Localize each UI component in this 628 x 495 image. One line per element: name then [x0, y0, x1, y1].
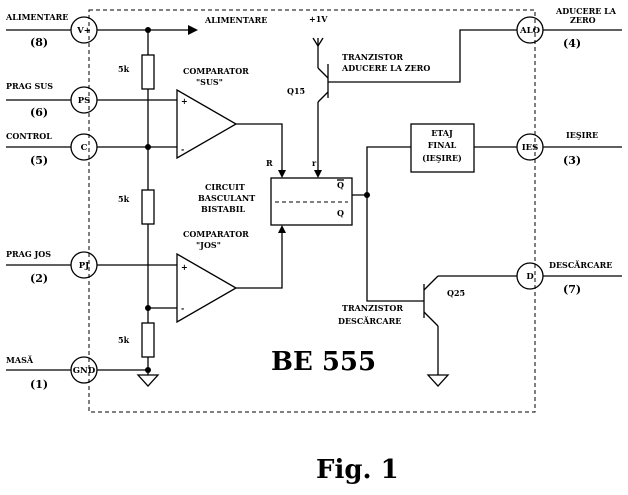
- svg-text:PJ: PJ: [79, 261, 89, 271]
- q25-label: Q25: [447, 288, 465, 298]
- pin-label-masa: MASĂ: [6, 355, 34, 365]
- pin-node-c: C: [70, 133, 98, 161]
- ff-out-qbar: Q: [337, 180, 344, 190]
- q15-emitter: [317, 67, 329, 79]
- resistor-r3: [141, 322, 155, 358]
- resistor-r2-label: 5k: [118, 194, 130, 204]
- pin-label-aducere-1: ADUCERE LA: [555, 6, 617, 16]
- comp-jos-label-1: COMPARATOR: [183, 229, 249, 239]
- ground-icon: [136, 374, 160, 387]
- pin-number-3: (3): [563, 154, 581, 167]
- supply-voltage-label: +1V: [309, 14, 328, 24]
- supply-arrow-icon: [188, 25, 198, 35]
- pin-node-d: D: [516, 262, 544, 290]
- resistor-r1: [141, 54, 155, 90]
- svg-text:D: D: [526, 272, 534, 282]
- ff-out-q: Q: [337, 208, 344, 218]
- pin-node-vplus: V+: [70, 16, 98, 44]
- resistor-r1-label: 5k: [118, 64, 130, 74]
- comp-jos-plus: +: [181, 262, 188, 272]
- pin-label-prag-jos: PRAG JOS: [6, 249, 51, 259]
- q25-name-2: DESCĂRCARE: [338, 316, 401, 326]
- pin-number-8: (8): [30, 36, 48, 49]
- q25-name-1: TRANZISTOR: [342, 303, 403, 313]
- svg-text:V+: V+: [76, 26, 91, 36]
- svg-text:GND: GND: [73, 366, 96, 376]
- comp-sus-out-wire: [236, 123, 283, 170]
- pin-node-alo: ALO: [516, 16, 544, 44]
- q15-label: Q15: [287, 86, 305, 96]
- pin-number-4: (4): [563, 37, 581, 50]
- pin-number-7: (7): [563, 283, 581, 296]
- figure-caption: Fig. 1: [316, 455, 399, 485]
- svg-text:C: C: [81, 143, 88, 153]
- q15-name-2: ADUCERE LA ZERO: [341, 63, 430, 73]
- comp-sus-minus: -: [181, 144, 184, 154]
- svg-text:ALO: ALO: [519, 26, 541, 36]
- stage-label-3: (IEŞIRE): [422, 153, 462, 163]
- pin-node-ies: IES: [516, 133, 544, 161]
- supply-arrow-label: ALIMENTARE: [204, 15, 267, 25]
- stage-label-2: FINAL: [428, 140, 457, 150]
- chip-name: BE 555: [271, 347, 376, 377]
- q15-collector: [317, 91, 329, 103]
- q25-emitter: [423, 311, 439, 327]
- pin-label-iesire: IEŞIRE: [566, 130, 598, 140]
- pin-number-5: (5): [30, 154, 48, 167]
- arrow-down-icon: [314, 170, 322, 178]
- pin-node-ps: PS: [70, 86, 98, 114]
- comp-jos-label-2: "JOS": [196, 240, 221, 250]
- flipflop-label-2: BASCULANT: [198, 193, 255, 203]
- comp-sus-label-1: COMPARATOR: [183, 66, 249, 76]
- pin-node-gnd: GND: [70, 356, 98, 384]
- comp-sus-plus: +: [181, 96, 188, 106]
- comparator-jos: [176, 252, 238, 324]
- flipflop-label-3: BISTABIL: [201, 204, 246, 214]
- comp-jos-out-wire: [236, 233, 283, 289]
- ff-input-r: R: [266, 158, 273, 168]
- stage-label-1: ETAJ: [431, 128, 453, 138]
- pin-node-pj: PJ: [70, 251, 98, 279]
- qbar-out-wire: [352, 146, 411, 196]
- svg-text:PS: PS: [78, 96, 91, 106]
- flipflop-box: [270, 177, 353, 226]
- arrow-down-icon: [278, 170, 286, 178]
- pin-label-descarcare: DESCĂRCARE: [549, 260, 612, 270]
- pin-label-prag-sus: PRAG SUS: [6, 81, 53, 91]
- output-stage-box: [410, 123, 475, 173]
- ground-icon: [426, 374, 450, 387]
- discharge-base-wire: [366, 195, 424, 302]
- pin-label-alimentare: ALIMENTARE: [5, 12, 68, 22]
- ff-reset-r: r: [312, 158, 317, 168]
- svg-text:IES: IES: [522, 143, 539, 153]
- pin-number-2: (2): [30, 272, 48, 285]
- pin-label-aducere-2: ZERO: [570, 15, 596, 25]
- comp-sus-label-2: "SUS": [196, 77, 223, 87]
- resistor-r3-label: 5k: [118, 335, 130, 345]
- pin-number-1: (1): [30, 378, 48, 391]
- comparator-sus: [176, 88, 238, 160]
- reset-wire: [328, 29, 517, 83]
- junction-dot: [145, 27, 151, 33]
- comp-jos-minus: -: [181, 303, 184, 313]
- arrow-up-icon: [278, 225, 286, 233]
- q15-name-1: TRANZISTOR: [342, 52, 403, 62]
- flipflop-label-1: CIRCUIT: [205, 182, 245, 192]
- chip-boundary: [88, 9, 536, 413]
- pin-number-6: (6): [30, 106, 48, 119]
- pin-label-control: CONTROL: [6, 131, 52, 141]
- resistor-r2: [141, 189, 155, 225]
- q25-collector: [423, 275, 439, 291]
